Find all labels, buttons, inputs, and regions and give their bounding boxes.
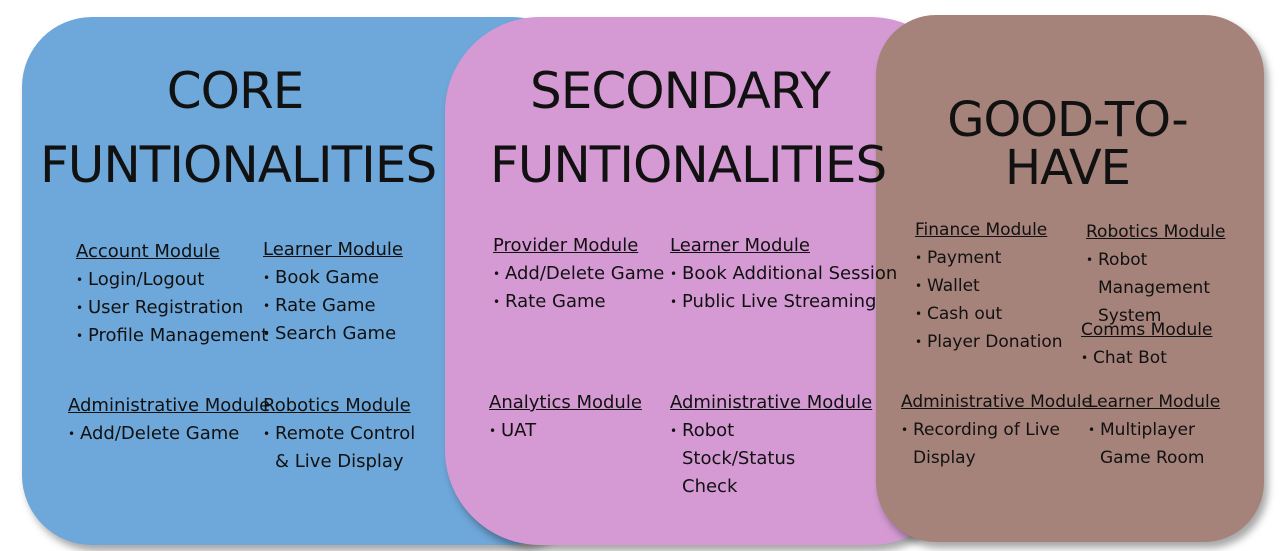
module-item: Add/Delete Game (493, 260, 664, 288)
good-to-have-title: GOOD-TO-HAVE (947, 92, 1188, 196)
secondary-provider-module: Provider Module Add/Delete Game Rate Gam… (493, 232, 664, 316)
module-item-text: Robot Stock/Status Check (682, 420, 796, 497)
module-heading: Analytics Module (489, 392, 642, 413)
module-item-text: Robot Management System (1098, 250, 1210, 326)
core-administrative-module: Administrative Module Add/Delete Game (68, 392, 270, 448)
module-item: Multiplayer Game Room (1088, 416, 1208, 472)
module-heading: Comms Module (1081, 320, 1213, 340)
module-heading: Administrative Module (670, 392, 873, 413)
module-item: Payment (915, 244, 1063, 272)
module-item: Book Game (263, 264, 403, 292)
module-item: Remote Control & Live Display (263, 420, 423, 476)
module-item: Rate Game (263, 292, 403, 320)
good-learner-module: Learner Module Multiplayer Game Room (1088, 388, 1221, 472)
module-item: User Registration (76, 294, 268, 322)
secondary-title-line2: FUNTIONALITIES (490, 136, 887, 194)
module-item: Recording of Live Display (901, 416, 1076, 472)
good-robotics-module: Robotics Module Robot Management System (1086, 218, 1256, 330)
module-item: UAT (489, 417, 642, 445)
module-item: Robot Stock/Status Check (670, 417, 840, 501)
module-item-text: Remote Control & Live Display (275, 423, 416, 472)
module-heading: Robotics Module (263, 395, 411, 416)
module-item: Add/Delete Game (68, 420, 270, 448)
module-item: Public Live Streaming (670, 288, 897, 316)
module-item: Chat Bot (1081, 344, 1212, 372)
module-item-text: Recording of Live Display (913, 420, 1060, 468)
module-item: Login/Logout (76, 266, 268, 294)
secondary-learner-module: Learner Module Book Additional Session P… (670, 232, 897, 316)
module-heading: Learner Module (1088, 392, 1221, 412)
module-item: Rate Game (493, 288, 664, 316)
module-heading: Robotics Module (1086, 222, 1226, 242)
good-comms-module: Comms Module Chat Bot (1081, 316, 1212, 372)
module-item: Book Additional Session (670, 260, 897, 288)
core-robotics-module: Robotics Module Remote Control & Live Di… (263, 392, 423, 476)
module-heading: Learner Module (263, 239, 403, 260)
module-heading: Administrative Module (68, 395, 271, 416)
module-heading: Finance Module (915, 220, 1048, 240)
good-finance-module: Finance Module Payment Wallet Cash out P… (915, 216, 1063, 356)
module-heading: Administrative Module (901, 392, 1092, 412)
good-administrative-module: Administrative Module Recording of Live … (901, 388, 1092, 472)
module-item: Cash out (915, 300, 1063, 328)
core-learner-module: Learner Module Book Game Rate Game Searc… (263, 236, 403, 348)
module-heading: Learner Module (670, 235, 810, 256)
module-heading: Provider Module (493, 235, 639, 256)
module-item-text: Multiplayer Game Room (1100, 420, 1205, 468)
core-title-line2: FUNTIONALITIES (40, 136, 437, 194)
secondary-title-line1: SECONDARY (530, 62, 831, 120)
module-item: Search Game (263, 320, 403, 348)
module-item: Player Donation (915, 328, 1063, 356)
module-heading: Account Module (76, 241, 220, 262)
core-account-module: Account Module Login/Logout User Registr… (76, 238, 268, 350)
module-item: Wallet (915, 272, 1063, 300)
module-item: Profile Management (76, 322, 268, 350)
secondary-analytics-module: Analytics Module UAT (489, 389, 642, 445)
module-item: Robot Management System (1086, 246, 1256, 330)
secondary-administrative-module: Administrative Module Robot Stock/Status… (670, 389, 873, 501)
core-title-line1: CORE (166, 62, 305, 120)
